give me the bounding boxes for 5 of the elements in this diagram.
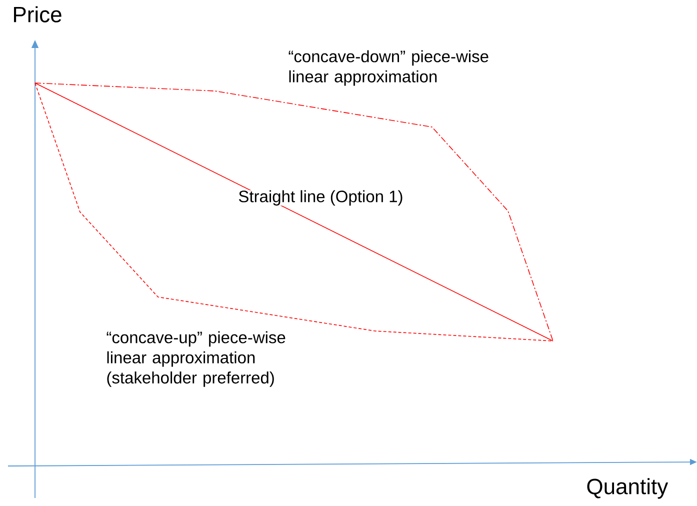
curve-label: “concave-down” piece-wise linear approximation [288, 50, 488, 86]
curve-label: Straight line (Option 1) [238, 190, 404, 206]
curve-label: “concave-up” piece-wise linear approximation (stakeholder preferred) [106, 331, 286, 387]
axis-label: Quantity [587, 478, 668, 499]
axis-label: Price [14, 6, 62, 22]
